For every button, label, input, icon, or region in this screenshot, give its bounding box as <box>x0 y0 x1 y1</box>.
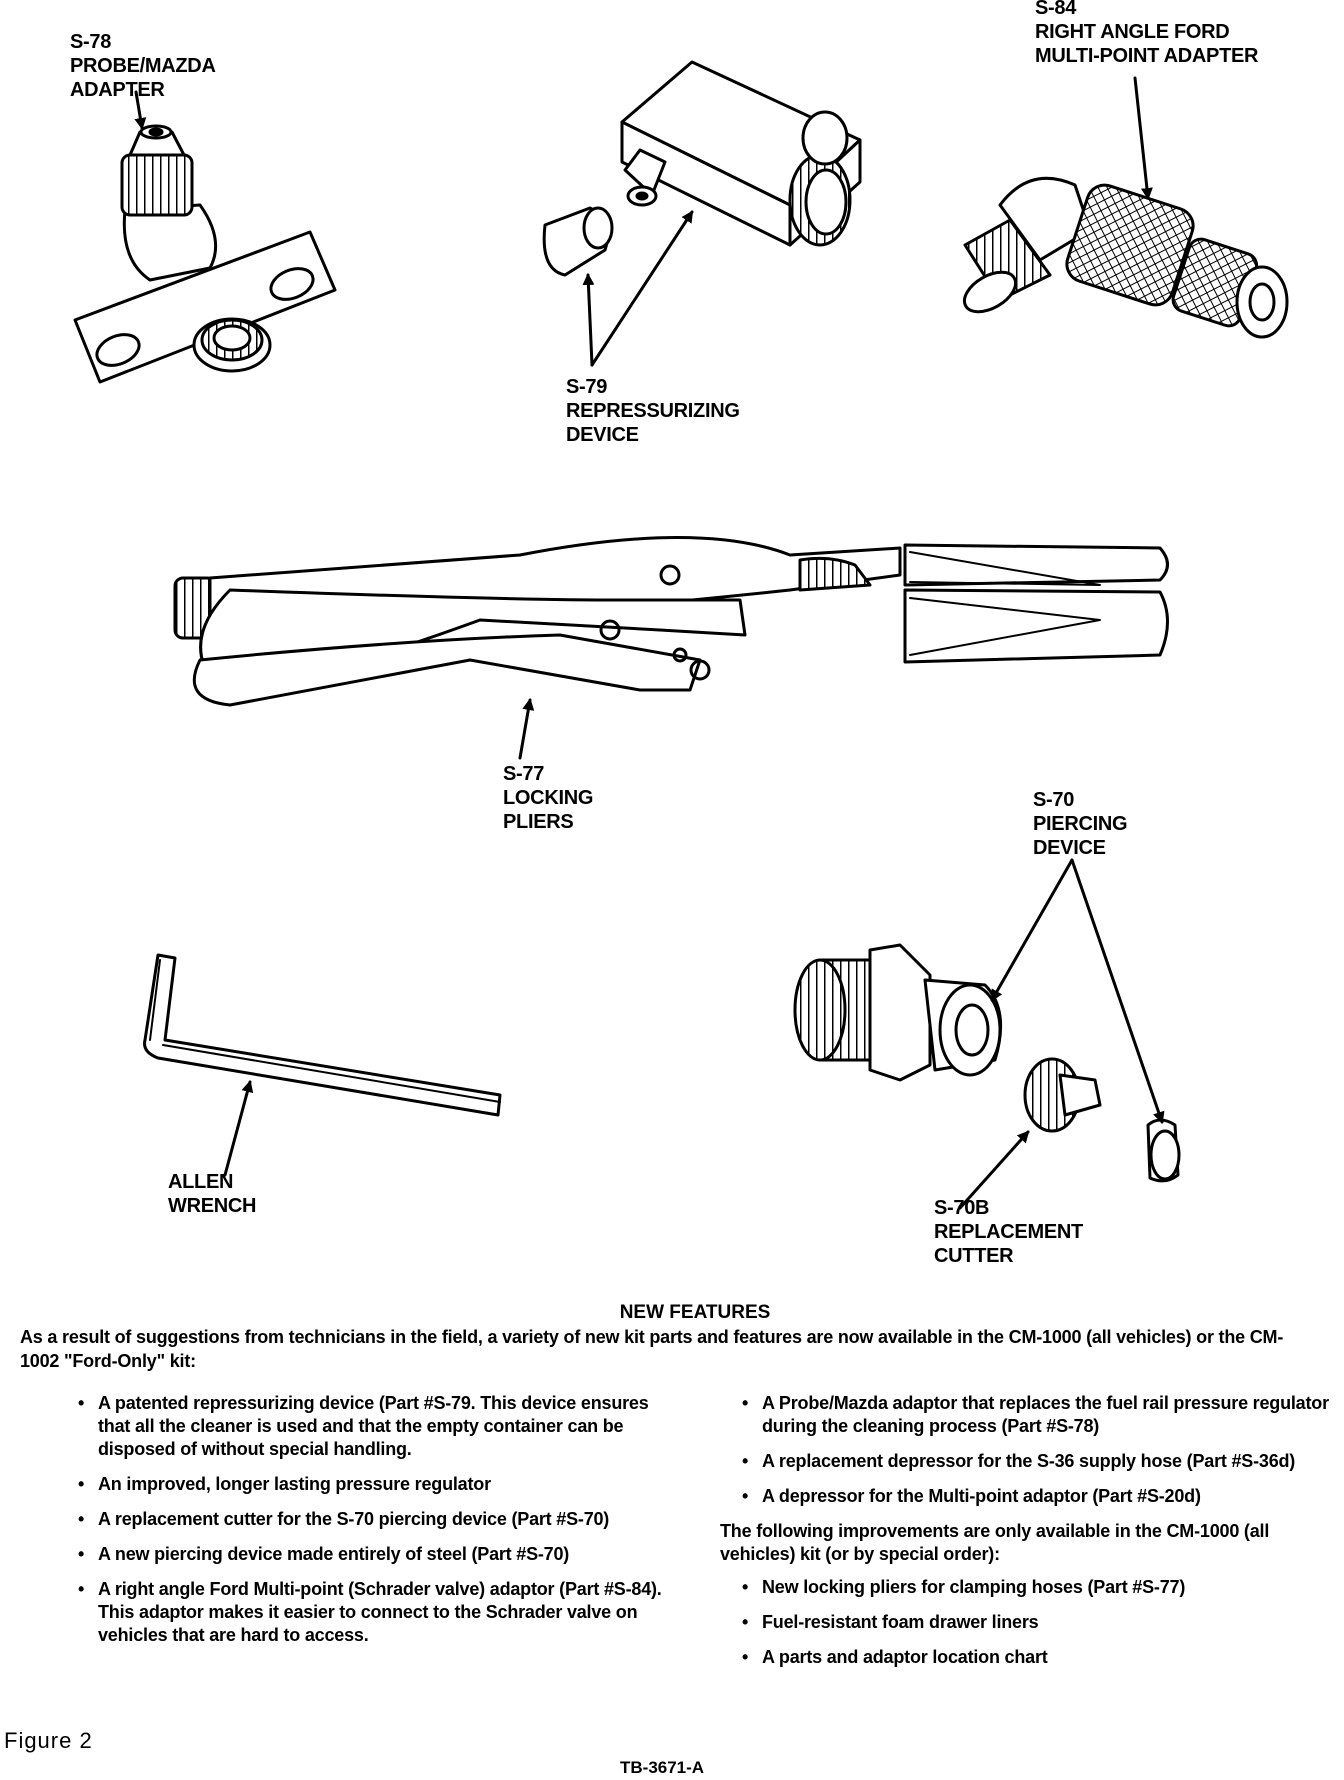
label-s84: S-84 RIGHT ANGLE FORD MULTI-POINT ADAPTE… <box>1035 0 1258 68</box>
label-s79-code: S-79 <box>566 376 608 398</box>
features-right-column: A Probe/Mazda adaptor that replaces the … <box>720 1392 1340 1681</box>
label-s77: S-77 LOCKING PLIERS <box>503 762 593 834</box>
label-s77-line1: LOCKING <box>503 787 594 809</box>
piercing-device-arrow-body <box>990 858 1074 1002</box>
probe-mazda-arrow <box>134 90 147 130</box>
new-features-heading: NEW FEATURES <box>619 1302 771 1323</box>
feature-item: A patented repressurizing device (Part #… <box>74 1392 674 1461</box>
document-number: TB-3671-A <box>620 1758 705 1777</box>
label-s70-code: S-70 <box>1033 789 1075 811</box>
label-s84-code: S-84 <box>1035 0 1077 19</box>
feature-item: Fuel-resistant foam drawer liners <box>738 1611 1340 1634</box>
label-allen-line1: ALLEN <box>168 1171 234 1193</box>
label-s70: S-70 PIERCING DEVICE <box>1033 788 1128 860</box>
label-s78: S-78 PROBE/MAZDA ADAPTER <box>70 30 216 102</box>
feature-item: New locking pliers for clamping hoses (P… <box>738 1576 1340 1599</box>
label-s78-line1: PROBE/MAZDA <box>70 55 216 77</box>
label-s70-line2: DEVICE <box>1033 837 1106 859</box>
right-angle-arrow <box>1133 76 1153 200</box>
feature-item: A replacement depressor for the S-36 sup… <box>738 1450 1340 1473</box>
locking-pliers-drawing <box>173 536 1169 707</box>
parts-illustration <box>73 60 1289 1210</box>
label-s70b-line2: CUTTER <box>934 1245 1014 1267</box>
feature-item: A parts and adaptor location chart <box>738 1646 1340 1669</box>
label-s84-line2: MULTI-POINT ADAPTER <box>1035 45 1259 67</box>
label-s70-line1: PIERCING <box>1033 813 1128 835</box>
label-s70b-line1: REPLACEMENT <box>934 1221 1083 1243</box>
label-s78-line2: ADAPTER <box>70 79 165 101</box>
cm1000-note: The following improvements are only avai… <box>720 1521 1270 1564</box>
label-s70b-code: S-70B <box>934 1197 990 1219</box>
label-s79: S-79 REPRESSURIZING DEVICE <box>566 375 740 447</box>
label-allen-line2: WRENCH <box>168 1195 257 1217</box>
right-angle-adapter-drawing <box>962 176 1289 339</box>
piercing-device-arrow-cap <box>1070 858 1165 1124</box>
label-s84-line1: RIGHT ANGLE FORD <box>1035 21 1230 43</box>
label-s70b: S-70B REPLACEMENT CUTTER <box>934 1196 1083 1268</box>
label-s78-code: S-78 <box>70 31 112 53</box>
label-s77-line2: PLIERS <box>503 811 574 833</box>
allen-wrench-drawing <box>143 953 502 1117</box>
feature-item: A replacement cutter for the S-70 pierci… <box>74 1508 674 1531</box>
new-features-intro: As a result of suggestions from technici… <box>20 1327 1284 1371</box>
label-allen-wrench: ALLEN WRENCH <box>168 1170 257 1218</box>
figure-caption: Figure 2 <box>4 1728 93 1753</box>
feature-item: A new piercing device made entirely of s… <box>74 1543 674 1566</box>
feature-item: A Probe/Mazda adaptor that replaces the … <box>738 1392 1340 1438</box>
feature-item: A depressor for the Multi-point adaptor … <box>738 1485 1340 1508</box>
feature-item: An improved, longer lasting pressure reg… <box>74 1473 674 1496</box>
label-s79-line2: DEVICE <box>566 424 639 446</box>
label-s79-line1: REPRESSURIZING <box>566 400 740 422</box>
features-left-column: A patented repressurizing device (Part #… <box>74 1392 674 1659</box>
feature-item: A right angle Ford Multi-point (Schrader… <box>74 1578 674 1647</box>
replacement-cutter-arrow <box>958 1130 1030 1210</box>
allen-wrench-arrow <box>223 1080 254 1177</box>
locking-pliers-arrow <box>518 698 535 760</box>
repressurizing-arrow-body <box>590 210 694 367</box>
repressurizing-arrow-cap <box>582 273 595 367</box>
features-left-list: A patented repressurizing device (Part #… <box>74 1392 674 1647</box>
probe-mazda-adapter-drawing <box>73 124 337 384</box>
repressurizing-device-drawing <box>542 60 862 277</box>
cm1000-list: New locking pliers for clamping hoses (P… <box>720 1576 1340 1669</box>
label-s77-code: S-77 <box>503 763 545 785</box>
piercing-device-drawing <box>793 943 1181 1183</box>
features-right-list: A Probe/Mazda adaptor that replaces the … <box>720 1392 1340 1508</box>
